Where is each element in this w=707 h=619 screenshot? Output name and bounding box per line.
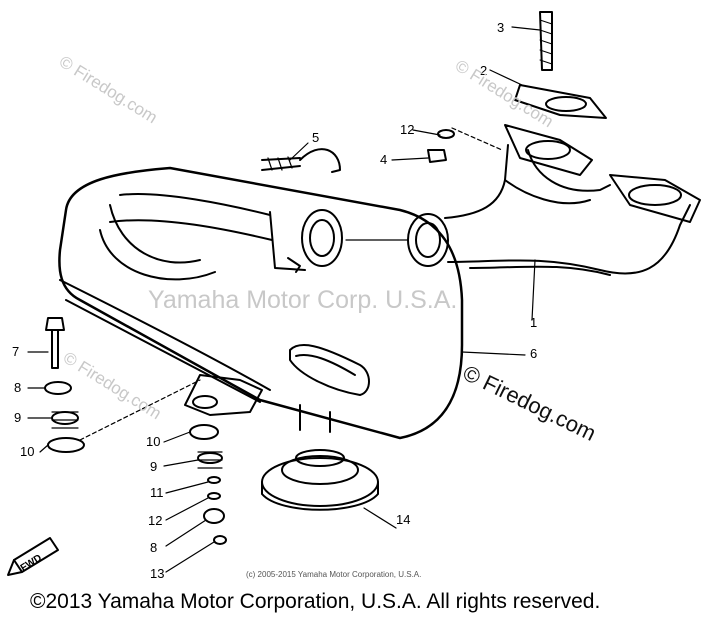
callout-9-mid: 9	[150, 459, 158, 474]
callout-7: 7	[12, 344, 20, 359]
nut	[427, 149, 447, 163]
callout-6: 6	[530, 346, 538, 361]
callout-10-mid: 10	[146, 434, 161, 449]
mount-bracket	[184, 374, 263, 416]
leader-lines	[27, 26, 541, 573]
callout-10-left: 10	[20, 444, 35, 459]
muffler-body	[58, 166, 464, 440]
callout-5: 5	[312, 130, 320, 145]
callout-13: 13	[150, 566, 165, 581]
callout-11: 11	[150, 485, 164, 500]
callout-3: 3	[497, 20, 505, 35]
callout-14: 14	[396, 512, 411, 527]
fwd-arrow-icon	[7, 537, 59, 576]
callout-4: 4	[380, 152, 388, 167]
watermark-yamaha: Yamaha Motor Corp. U.S.A.	[148, 286, 458, 314]
callout-12-upper: 12	[400, 122, 415, 137]
callout-8-left: 8	[14, 380, 22, 395]
inner-pipe	[109, 193, 343, 273]
callout-9-left: 9	[14, 410, 22, 425]
rubber-grommet	[261, 449, 379, 511]
center-mount-stack	[189, 424, 227, 545]
copyright-small: (c) 2005-2015 Yamaha Motor Corporation, …	[246, 570, 422, 579]
copyright-main: ©2013 Yamaha Motor Corporation, U.S.A. A…	[30, 590, 601, 613]
gasket	[514, 84, 607, 119]
callout-8-mid: 8	[150, 540, 158, 555]
callout-2: 2	[480, 63, 488, 78]
callout-1: 1	[530, 315, 538, 330]
left-mount-stack	[44, 317, 85, 453]
callout-12-lower: 12	[148, 513, 163, 528]
